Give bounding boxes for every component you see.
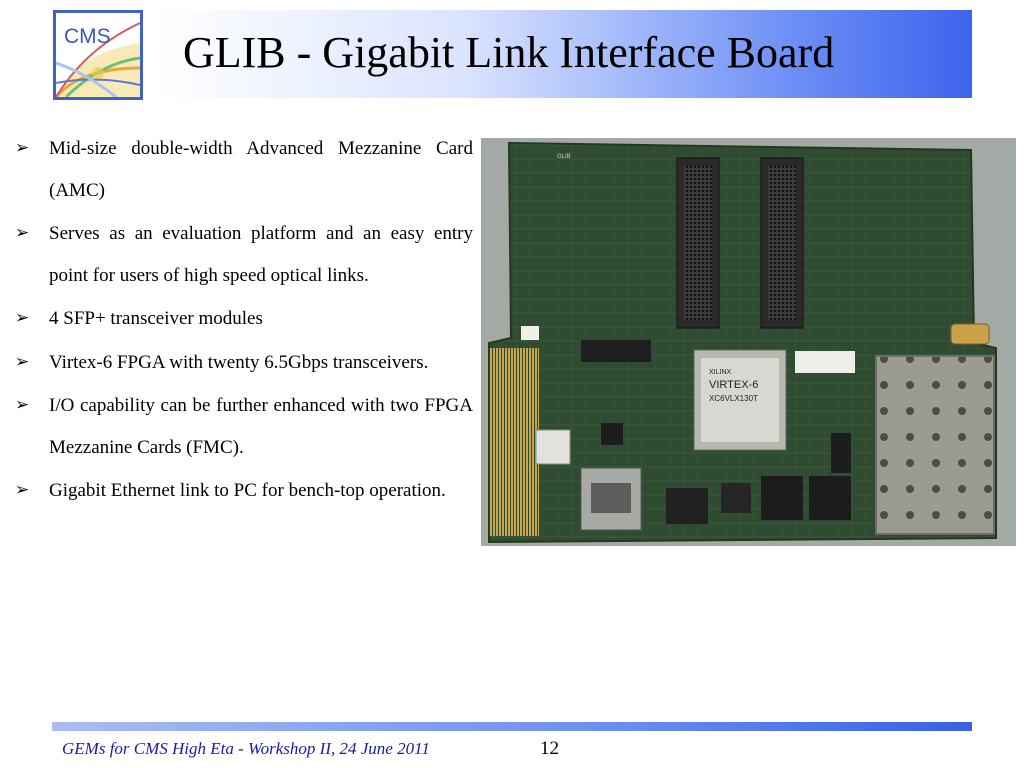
bullet-item: ➢ Gigabit Ethernet link to PC for bench-t… (15, 470, 473, 512)
arrow-bullet-icon: ➢ (15, 138, 30, 158)
footer-text: GEMs for CMS High Eta - Workshop II, 24 … (62, 739, 430, 758)
sfp-cage (875, 355, 995, 535)
bullet-text: Serves as an evaluation platform and an … (49, 223, 473, 286)
arrow-bullet-icon: ➢ (15, 395, 30, 415)
bullet-item: ➢ I/O capability can be further enhanced … (15, 385, 473, 468)
chip-part: XC6VLX130T (709, 394, 758, 403)
board-photo: XILINX VIRTEX-6 XC6VLX130T GLIB (481, 138, 1016, 546)
bullet-item: ➢ 4 SFP+ transceiver modules (15, 298, 473, 340)
bullet-list: ➢ Mid-size double-width Advanced Mezzanin… (15, 128, 473, 514)
cms-logo: CMS (53, 10, 143, 100)
fpga-chip: XILINX VIRTEX-6 XC6VLX130T (693, 349, 787, 451)
bullet-item: ➢ Mid-size double-width Advanced Mezzanin… (15, 128, 473, 211)
arrow-bullet-icon: ➢ (15, 223, 30, 243)
title-bar: GLIB - Gigabit Link Interface Board (153, 10, 972, 98)
bullet-text: 4 SFP+ transceiver modules (49, 308, 263, 329)
slide-title: GLIB - Gigabit Link Interface Board (183, 28, 835, 77)
bullet-text: Virtex-6 FPGA with twenty 6.5Gbps transc… (49, 351, 429, 373)
arrow-bullet-icon: ➢ (15, 308, 30, 328)
bullet-text: Gigabit Ethernet link to PC for bench-to… (49, 480, 446, 501)
logo-text: CMS (64, 25, 111, 48)
fmc-connector-1 (676, 157, 720, 329)
bullet-item: ➢ Virtex-6 FPGA with twenty 6.5Gbps trans… (15, 342, 473, 384)
bullet-text: I/O capability can be further enhanced w… (49, 395, 473, 458)
amc-edge-connector (489, 348, 539, 536)
arrow-bullet-icon: ➢ (15, 480, 30, 500)
footer-divider (52, 722, 972, 731)
arrow-bullet-icon: ➢ (15, 351, 30, 372)
bullet-text: Mid-size double-width Advanced Mezzanine… (49, 138, 473, 201)
fmc-connector-2 (760, 157, 804, 329)
chip-brand: XILINX (709, 369, 732, 376)
chip-name: VIRTEX-6 (709, 379, 758, 391)
page-number: 12 (540, 738, 559, 759)
bullet-item: ➢ Serves as an evaluation platform and an… (15, 213, 473, 296)
board-label: GLIB (557, 154, 571, 160)
